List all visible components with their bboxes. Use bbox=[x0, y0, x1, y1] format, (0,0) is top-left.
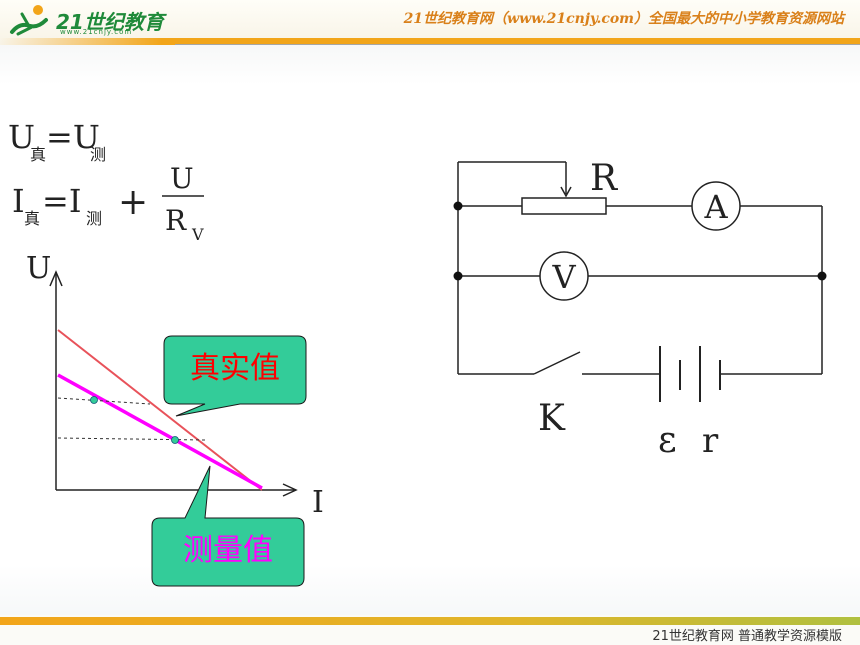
footer-stripe bbox=[0, 617, 860, 625]
header-stripe-shadow bbox=[175, 44, 860, 45]
callout-true-shape bbox=[163, 335, 307, 417]
dashed-line-lower bbox=[57, 437, 206, 441]
label-emf: ε bbox=[658, 420, 677, 461]
logo-text: 21世纪教育 bbox=[56, 10, 164, 34]
formula-voltage: U 真 =U 测 bbox=[8, 118, 106, 164]
formula-current: I 真 =I 测 + U R V bbox=[12, 162, 204, 244]
rheostat-resistor bbox=[521, 197, 607, 215]
measured-value-line bbox=[57, 373, 263, 490]
junction-mid-right bbox=[817, 271, 827, 281]
label-V: V bbox=[551, 258, 576, 296]
label-A: A bbox=[703, 188, 728, 226]
label-K: K bbox=[538, 398, 566, 439]
circuit-diagram bbox=[457, 161, 823, 402]
site-slogan: 21世纪教育网（www.21cnjy.com）全国最大的中小学教育资源网站 bbox=[403, 11, 844, 27]
logo-url: www.21cnjy.com bbox=[60, 28, 133, 36]
circuit-labels: R A V K ε r bbox=[538, 158, 728, 461]
circuit-junctions bbox=[453, 201, 827, 281]
formula-sub-measured: 测 bbox=[90, 145, 106, 164]
ui-graph: U I bbox=[26, 251, 324, 520]
graph-y-arrow-icon bbox=[49, 270, 63, 287]
callout-true-label: 真实值 bbox=[190, 351, 280, 386]
formula-eq-u: =U bbox=[46, 118, 100, 156]
label-R: R bbox=[590, 158, 618, 199]
formula-frac-denominator-sub: V bbox=[191, 225, 204, 244]
slide-content-area bbox=[0, 45, 860, 615]
formula-plus: + bbox=[118, 182, 148, 223]
formula-i-true: I bbox=[12, 182, 25, 220]
data-point-lower bbox=[171, 436, 179, 444]
junction-top-left bbox=[453, 201, 463, 211]
header-swoosh bbox=[0, 38, 190, 45]
data-point-upper bbox=[90, 396, 98, 404]
callout-measured-label: 测量值 bbox=[183, 533, 273, 568]
graph-x-axis-label: I bbox=[312, 485, 324, 520]
slider-arrow-icon bbox=[560, 186, 572, 198]
footer-text: 21世纪教育网 普通教学资源模版 bbox=[652, 629, 842, 644]
graph-x-arrow-icon bbox=[282, 483, 298, 497]
header-bar bbox=[0, 0, 860, 45]
header-stripe bbox=[175, 38, 860, 44]
callout-true-value: 真实值 bbox=[163, 335, 307, 417]
formula-eq-i: =I bbox=[42, 182, 81, 220]
callout-measured-value: 测量值 bbox=[151, 465, 305, 587]
logo-icon bbox=[10, 5, 48, 36]
formula-u-true: U bbox=[8, 118, 35, 156]
callout-measured-shape bbox=[151, 465, 305, 587]
formula-i-sub-true: 真 bbox=[24, 209, 40, 228]
formula-frac-numerator: U bbox=[170, 162, 194, 195]
junction-mid-left bbox=[453, 271, 463, 281]
formula-sub-true: 真 bbox=[30, 145, 46, 164]
switch-lever bbox=[533, 351, 581, 375]
formula-i-sub-measured: 测 bbox=[86, 209, 102, 228]
label-r: r bbox=[702, 421, 719, 461]
true-value-line bbox=[57, 329, 263, 491]
formula-frac-denominator: R bbox=[165, 204, 187, 237]
graph-y-axis-label: U bbox=[26, 251, 51, 286]
